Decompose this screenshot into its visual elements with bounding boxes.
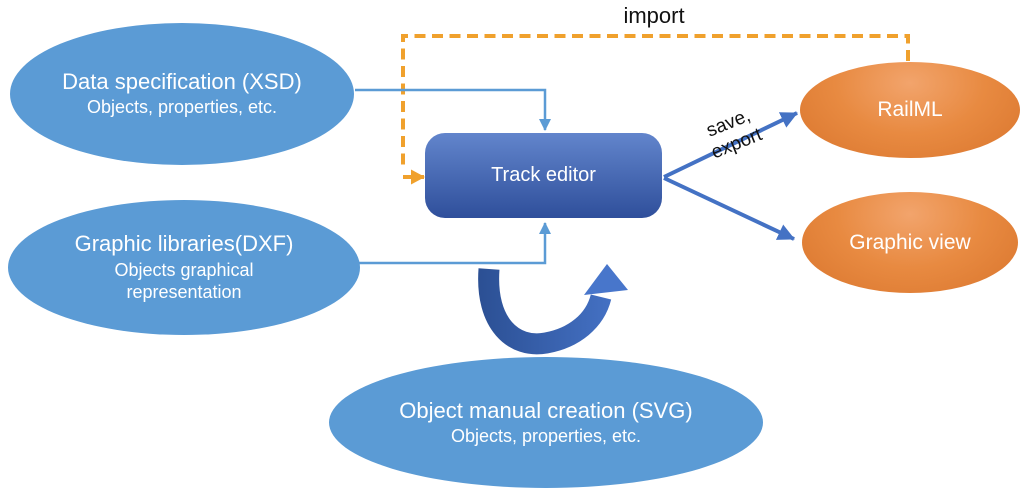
import-edge-label: import	[623, 3, 685, 28]
node-graphic-libraries-title: Graphic libraries(DXF)	[74, 231, 294, 257]
node-graphic-view-label: Graphic view	[849, 230, 971, 254]
node-graphic-libraries-subtitle: Objects graphical representation	[114, 259, 254, 303]
node-object-manual-creation: Object manual creation (SVG) Objects, pr…	[329, 357, 763, 488]
editor-to-graphicview-arrow	[663, 176, 795, 241]
node-railml: RailML	[800, 62, 1020, 158]
node-data-specification-subtitle: Objects, properties, etc.	[86, 97, 278, 118]
node-track-editor-label: Track editor	[491, 164, 596, 186]
svg-to-editor-curved-arrowhead	[584, 264, 628, 295]
node-data-specification: Data specification (XSD) Objects, proper…	[10, 23, 354, 165]
node-railml-label: RailML	[877, 98, 943, 121]
editor-to-railml-arrow	[663, 111, 798, 179]
svg-to-editor-curved-arrow	[478, 268, 612, 355]
node-object-manual-creation-subtitle: Objects, properties, etc.	[450, 425, 642, 446]
node-track-editor: Track editor	[425, 133, 662, 218]
dxf-to-editor-connector	[358, 222, 551, 265]
node-graphic-libraries: Graphic libraries(DXF) Objects graphical…	[8, 200, 360, 335]
node-data-specification-title: Data specification (XSD)	[62, 69, 302, 95]
import-dashed-connector	[401, 34, 910, 168]
node-object-manual-creation-title: Object manual creation (SVG)	[399, 397, 693, 423]
node-graphic-view: Graphic view	[802, 192, 1018, 293]
xsd-to-editor-connector	[355, 88, 551, 131]
